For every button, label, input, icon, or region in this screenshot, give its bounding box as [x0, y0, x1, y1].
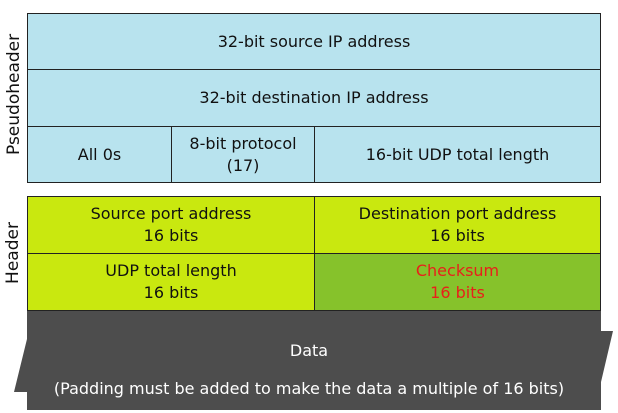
udp-length-name: UDP total length	[105, 261, 237, 280]
checksum-field: Checksum 16 bits	[314, 253, 601, 311]
protocol-field: 8-bit protocol (17)	[171, 126, 315, 183]
destination-port-bits: 16 bits	[430, 226, 485, 245]
all-zeros-text: All 0s	[77, 144, 122, 164]
destination-ip-text: 32-bit destination IP address	[199, 88, 429, 107]
data-shape	[14, 311, 613, 410]
pseudo-udp-length-field: 16-bit UDP total length	[314, 126, 601, 183]
checksum-bits: 16 bits	[430, 283, 485, 302]
protocol-value: (17)	[226, 155, 260, 175]
checksum-name: Checksum	[415, 261, 500, 280]
udp-length-bits: 16 bits	[143, 283, 199, 302]
source-ip-field: 32-bit source IP address	[27, 13, 601, 70]
source-port-name: Source port address	[90, 204, 252, 223]
destination-port-field: Destination port address 16 bits	[314, 196, 601, 254]
data-padding-note: (Padding must be added to make the data …	[53, 379, 565, 398]
source-port-bits: 16 bits	[143, 226, 199, 245]
data-label: Data	[289, 341, 329, 360]
source-port-field: Source port address 16 bits	[27, 196, 315, 254]
protocol-name: 8-bit protocol	[189, 133, 297, 153]
all-zeros-field: All 0s	[27, 126, 172, 183]
destination-port-name: Destination port address	[358, 204, 557, 223]
source-ip-text: 32-bit source IP address	[217, 31, 411, 51]
pseudo-udp-length-text: 16-bit UDP total length	[365, 144, 550, 164]
